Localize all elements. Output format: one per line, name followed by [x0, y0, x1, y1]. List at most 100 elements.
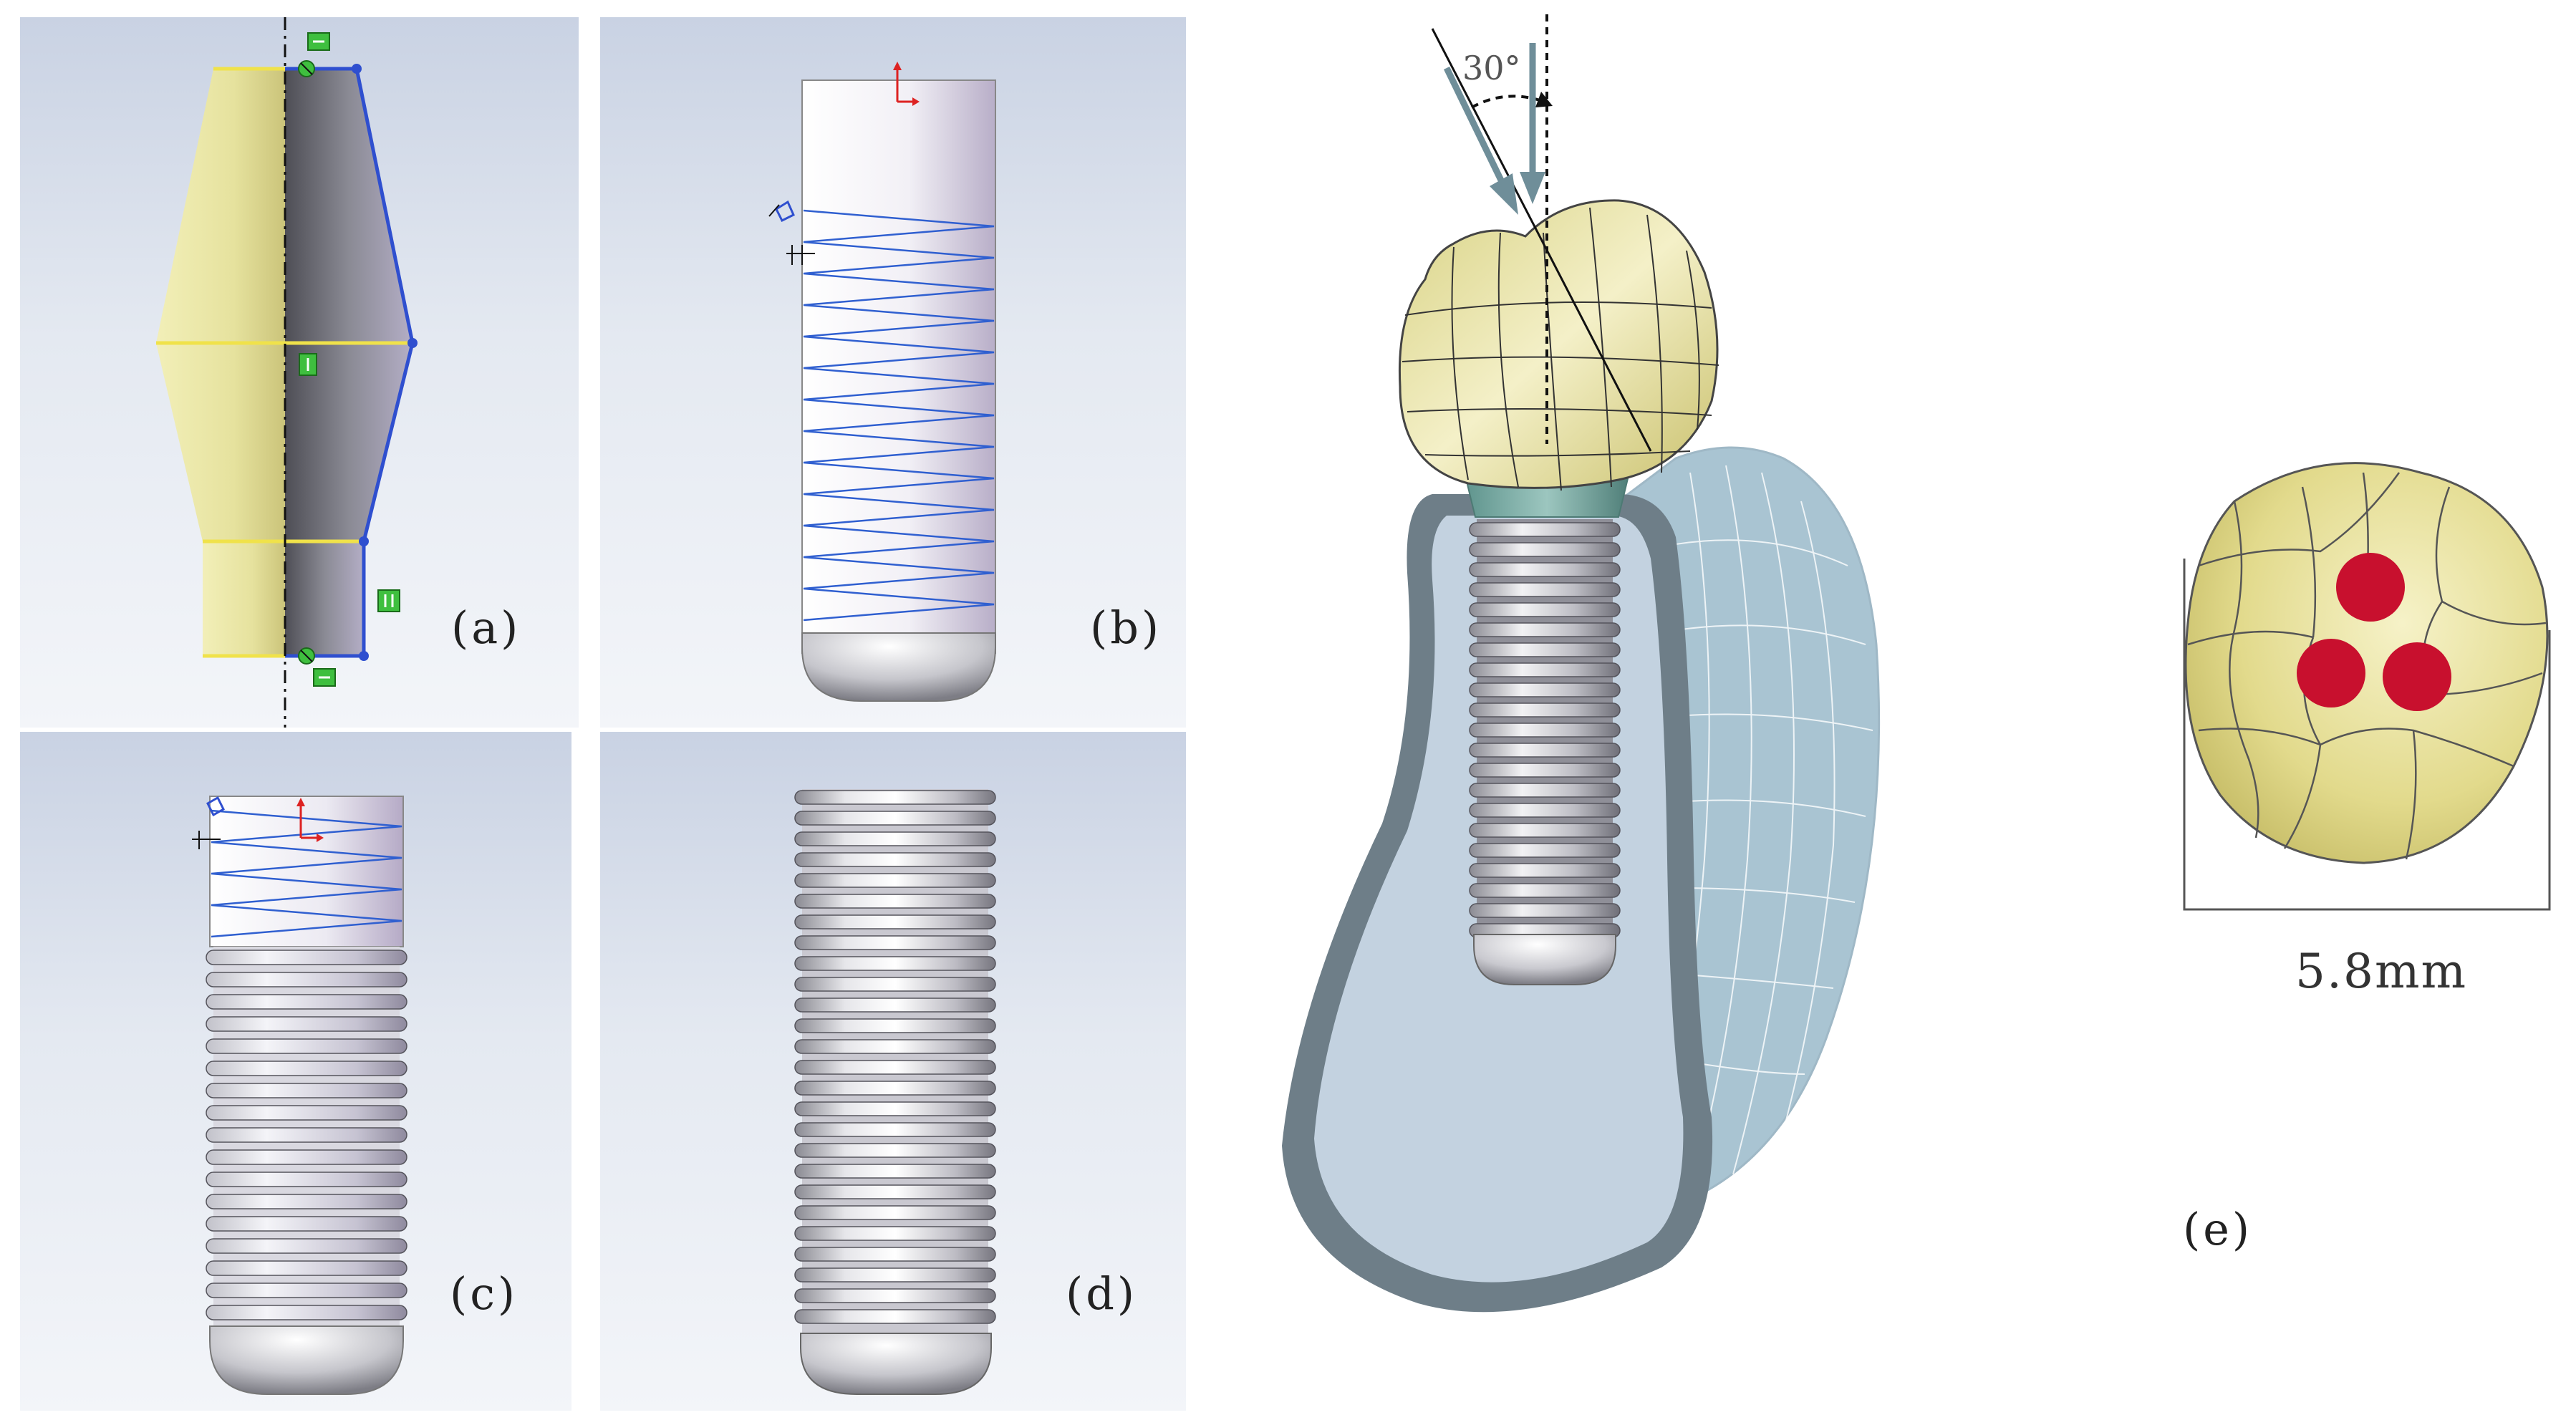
thread-ridge [206, 1216, 407, 1232]
cylinder-dome [209, 1325, 404, 1395]
implant-revolve-right-base [285, 541, 364, 656]
thread-ridge [1469, 542, 1621, 557]
thread-ridge [794, 1267, 996, 1283]
sketch-vertex [359, 536, 369, 546]
helix-sketch [803, 209, 995, 622]
thread-ridge [206, 1172, 407, 1187]
implant-assembly-diagram [1282, 14, 1881, 1313]
panel-d-drawing [794, 789, 996, 1395]
thread-ridge [794, 998, 996, 1013]
soft-tissue-mesh [1654, 465, 1873, 1204]
thread-ridge [794, 894, 996, 909]
thread-ridge [794, 1226, 996, 1241]
thread-ridge [206, 1127, 407, 1143]
thread-ridge [794, 914, 996, 929]
thread-ridge [794, 1247, 996, 1262]
helix-path [803, 209, 995, 622]
angle-arc-arrowhead [1535, 92, 1553, 107]
panel-c-sweep [20, 732, 571, 1411]
implant-apex [1473, 934, 1616, 985]
load-point-marker [2336, 553, 2405, 622]
panel-c-label: (c) [450, 1267, 518, 1320]
panel-b-label: (b) [1090, 602, 1162, 654]
thread-ridge [206, 950, 407, 965]
thread-ridge [794, 956, 996, 971]
thread-ridge [1469, 662, 1621, 677]
thread-ridge [206, 1194, 407, 1209]
load-points [2297, 553, 2451, 711]
thread-ridge [794, 1101, 996, 1116]
thread-ridge [794, 1081, 996, 1096]
vertical-load-arrow [1520, 43, 1545, 204]
thread-ridges [794, 790, 996, 1324]
thread-ridge [1469, 783, 1621, 798]
thread-ridge [794, 1205, 996, 1220]
thread-ridge [206, 1083, 407, 1098]
thread-ridge [206, 1061, 407, 1076]
panel-a-label: (a) [451, 602, 521, 654]
thread-ridge [1469, 803, 1621, 818]
thread-ridge [1469, 723, 1621, 738]
helix-sketch [211, 809, 402, 938]
width-bracket [2183, 559, 2551, 911]
thread-ridge [794, 1039, 996, 1054]
crown [1398, 199, 1719, 489]
origin-triad-icon [893, 62, 920, 106]
loading-angle-label: 30° [1462, 49, 1521, 87]
thread-ridge [1469, 682, 1621, 697]
implant-revolve-right-mid [285, 343, 413, 541]
thread-ridge [206, 972, 407, 987]
panel-b-helix [600, 17, 1186, 728]
thread-ridge [794, 811, 996, 826]
thread-ridge [1469, 642, 1621, 657]
thread-ridge [1469, 582, 1621, 597]
thread-ridge [794, 977, 996, 992]
thread-ridge [206, 994, 407, 1010]
coincident-marker [298, 647, 315, 665]
implant-revolve-left [156, 69, 285, 343]
thread-ridge [206, 1238, 407, 1254]
sketch-vertex [359, 651, 369, 661]
thread-ridge [1469, 622, 1621, 637]
thread-ridge [794, 935, 996, 950]
load-point-marker [2297, 639, 2365, 707]
panel-a-sketch [20, 17, 579, 728]
implant-apex [800, 1333, 992, 1395]
thread-ridge [206, 1283, 407, 1298]
thread-ridge [206, 1016, 407, 1032]
constraint-marker [377, 589, 400, 612]
thread-ridges [206, 950, 407, 1320]
thread-ridge [1469, 602, 1621, 617]
thread-ridge [206, 1305, 407, 1320]
origin-triad-icon [296, 798, 324, 842]
thread-ridge [1469, 562, 1621, 577]
panel-a-drawing [156, 17, 418, 728]
thread-ridge [794, 1288, 996, 1303]
thread-ridge [206, 1149, 407, 1165]
thread-ridge [1469, 522, 1621, 537]
thread-ridge [206, 1105, 407, 1121]
panel-c-drawing [192, 796, 407, 1395]
oblique-load-arrow [1443, 67, 1518, 215]
thread-ridge [794, 790, 996, 805]
constraint-marker [307, 32, 330, 51]
crown-mesh [1402, 207, 1719, 491]
panel-e-label: (e) [2183, 1203, 2253, 1255]
cylinder-dome [801, 632, 996, 702]
panel-d-label: (d) [1066, 1267, 1138, 1320]
thread-ridge [794, 1122, 996, 1137]
implant-revolve-left-mid [156, 343, 285, 541]
coincident-marker [298, 60, 315, 77]
thread-ridge [1469, 823, 1621, 838]
sketch-dimension-icon [768, 200, 815, 265]
implant-threads [1469, 522, 1621, 938]
sketch-dimension-icon [192, 796, 225, 849]
thread-ridge [206, 1038, 407, 1054]
thread-ridge [206, 1260, 407, 1276]
thread-ridge [794, 873, 996, 888]
thread-ridge [1469, 743, 1621, 758]
cylinder-body [801, 79, 996, 654]
thread-ridge [794, 1060, 996, 1075]
occlusal-crown [2184, 462, 2549, 864]
constraint-marker [299, 353, 317, 376]
